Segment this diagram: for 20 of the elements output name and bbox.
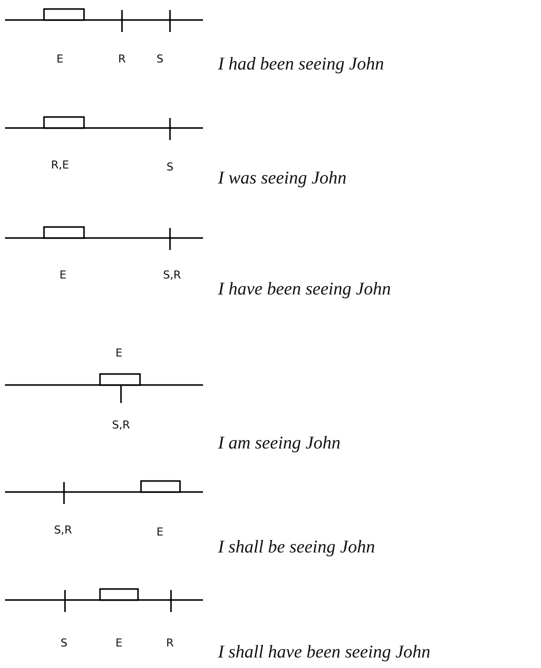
time-point-label: S,R — [54, 524, 72, 536]
time-point-label: S,R — [112, 418, 130, 432]
time-point-label: S — [60, 636, 68, 650]
time-point-label: S,R — [162, 268, 182, 282]
example-sentence: I shall be seeing John — [218, 536, 375, 558]
example-sentence: I have been seeing John — [218, 278, 391, 300]
time-point-label: S — [156, 52, 164, 66]
time-point-label: S — [166, 160, 174, 174]
example-sentence: I had been seeing John — [218, 54, 384, 74]
time-point-label: R — [118, 52, 126, 66]
time-point-label: R — [166, 636, 174, 650]
example-sentence: I am seeing John — [218, 432, 340, 454]
example-sentence: I shall have been seeing John — [218, 642, 430, 662]
time-point-label: E — [116, 636, 122, 650]
time-point-label: E — [56, 52, 64, 66]
time-point-label: E — [156, 526, 164, 538]
time-point-label: E — [60, 268, 66, 282]
time-point-label: R,E — [50, 158, 70, 172]
time-point-label: E — [116, 346, 122, 360]
example-sentence: I was seeing John — [218, 168, 346, 188]
